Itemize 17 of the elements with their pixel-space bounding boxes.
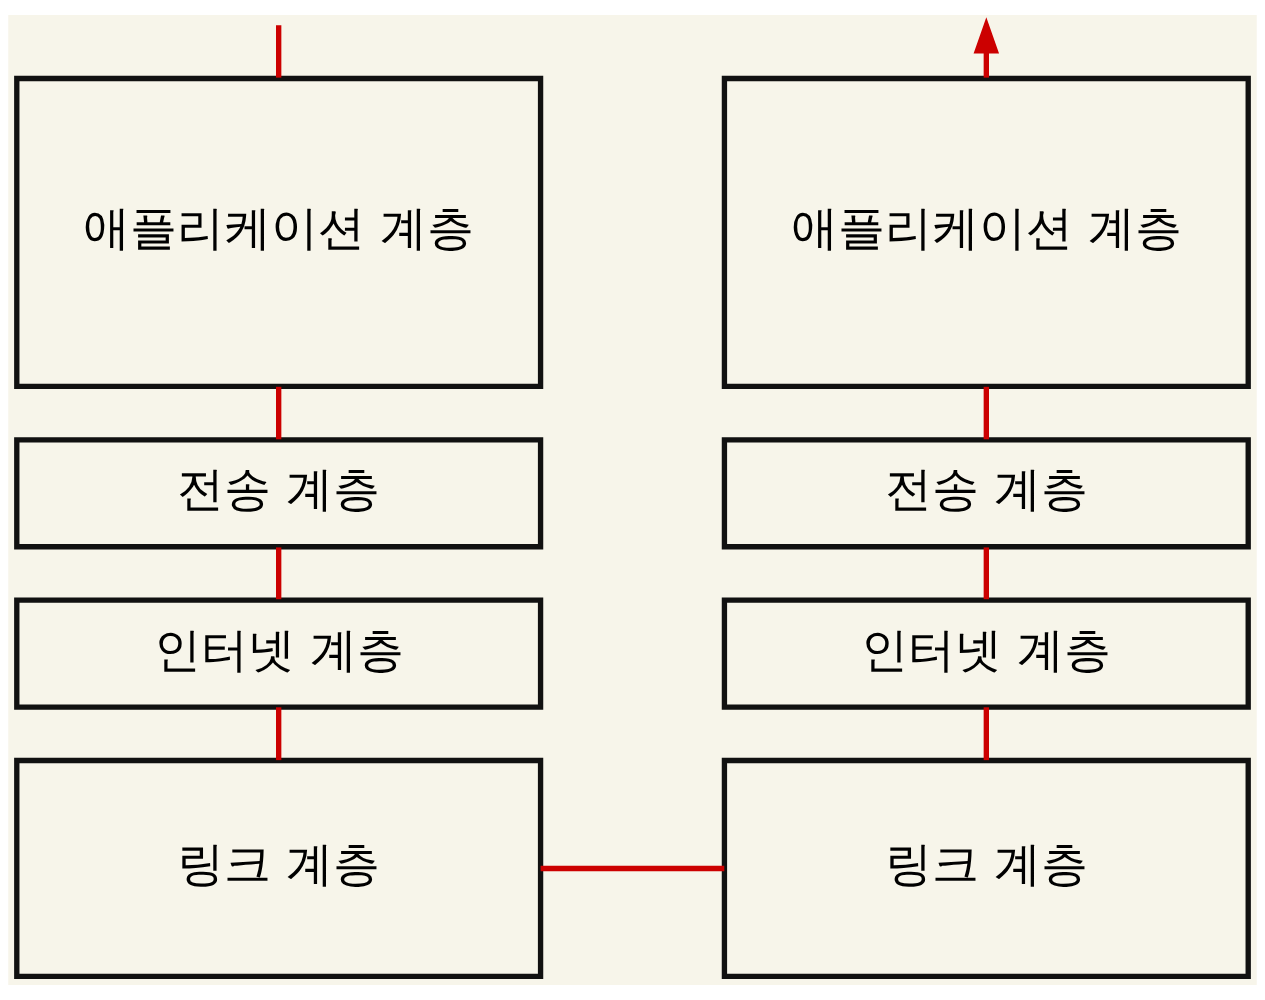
node-box: 애플리케이션 계층 — [721, 75, 1251, 390]
arrow — [973, 17, 1000, 78]
node-box: 인터넷 계층 — [721, 597, 1251, 710]
connector — [276, 25, 282, 78]
connector — [276, 386, 282, 440]
node-box: 애플리케이션 계층 — [14, 75, 544, 390]
connector — [276, 707, 282, 761]
connector — [540, 865, 725, 872]
connector — [983, 547, 989, 600]
connector — [276, 547, 282, 600]
node-box: 링크 계층 — [721, 757, 1251, 980]
node-box: 링크 계층 — [14, 757, 544, 980]
connector — [983, 707, 989, 761]
node-box: 전송 계층 — [721, 437, 1251, 550]
node-box: 전송 계층 — [14, 437, 544, 550]
node-box: 인터넷 계층 — [14, 597, 544, 710]
connector — [983, 386, 989, 440]
